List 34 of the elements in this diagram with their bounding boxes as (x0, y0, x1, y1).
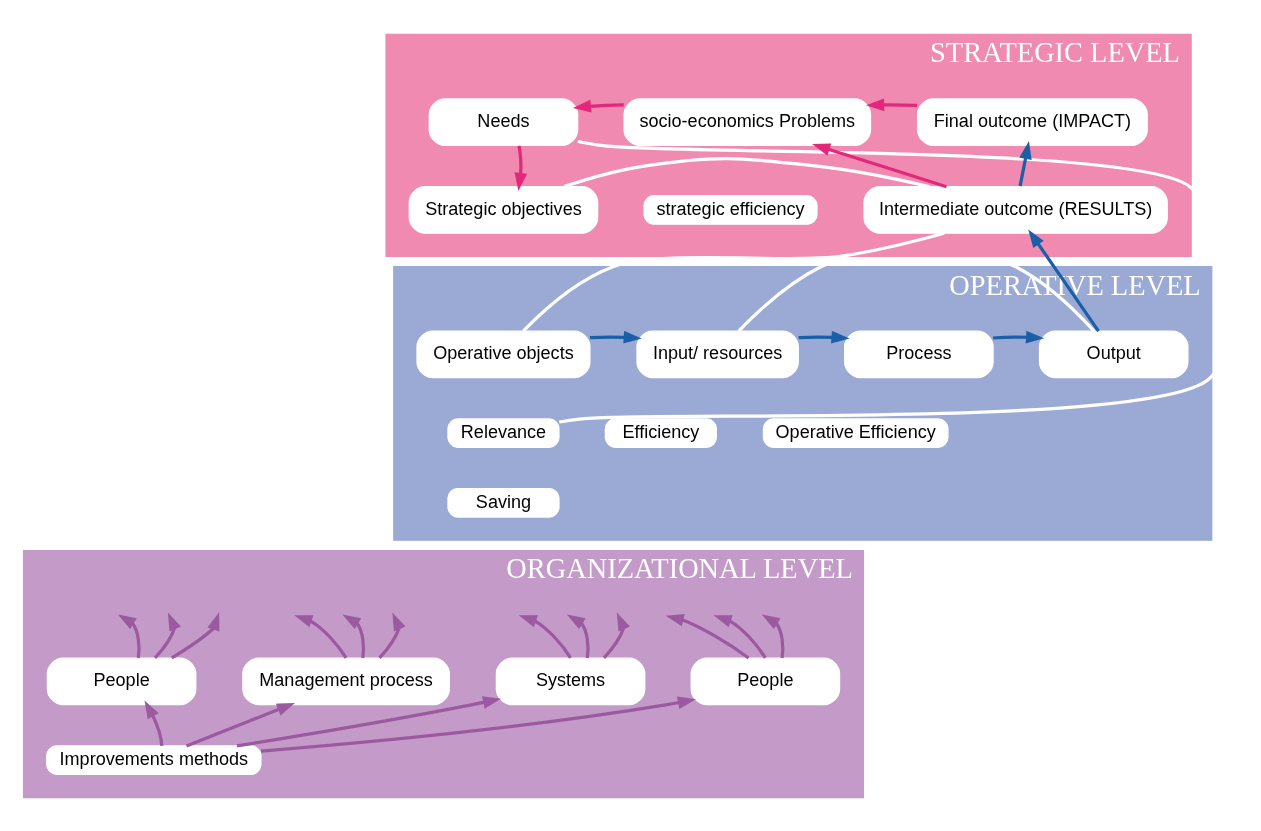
node-box: Operative objects (416, 330, 591, 378)
node-box: Final outcome (IMPACT) (916, 97, 1148, 146)
node-box: socio-economics Problems (623, 97, 872, 146)
node-box: People (46, 657, 197, 705)
arrow (144, 699, 164, 746)
node-box: Relevance (447, 417, 560, 448)
arrow (1018, 140, 1032, 186)
arrow (866, 97, 918, 111)
arrow (992, 330, 1045, 343)
node-box: Operative Efficiency (762, 417, 949, 448)
node-box: Management process (242, 657, 450, 705)
node-box: Improvements methods (46, 744, 262, 775)
node-box: Saving (447, 487, 560, 518)
arrow (572, 99, 624, 112)
arrow (1028, 228, 1100, 332)
arrow (798, 330, 850, 344)
node-box: Systems (495, 657, 646, 705)
node-box: Output (1038, 330, 1189, 378)
connector (563, 156, 931, 188)
arrow (812, 143, 947, 188)
node-box: Efficiency (604, 417, 717, 448)
node-box: Needs (428, 97, 579, 146)
arrow (514, 145, 528, 191)
arrow (185, 702, 295, 747)
node-box: strategic efficiency (643, 194, 818, 225)
connector (522, 231, 945, 332)
node-box: Intermediate outcome (RESULTS) (863, 185, 1168, 234)
arrow (589, 330, 642, 344)
node-box: Strategic objectives (408, 185, 599, 234)
node-box: Process (844, 330, 994, 378)
arrow (236, 695, 501, 747)
arrow (260, 696, 696, 753)
node-box: Input/ resources (636, 330, 799, 378)
node-box: People (690, 657, 841, 705)
